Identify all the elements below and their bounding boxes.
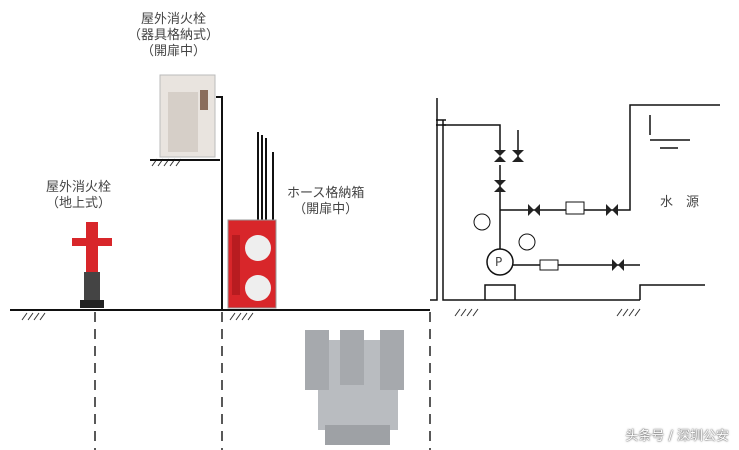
label-line: （開扉中） (293, 202, 359, 217)
hose-box (227, 219, 277, 309)
label-line: （開扉中） (141, 44, 207, 59)
risers (257, 132, 274, 220)
label-line: 屋外消火栓 (141, 12, 207, 27)
water-source-label: 水 源 (660, 195, 700, 210)
pressure-gauge-icon (518, 233, 536, 251)
pressure-gauge-icon (473, 213, 491, 231)
label-line: （地上式） (46, 196, 112, 211)
label-line: 屋外消火栓 (46, 180, 112, 195)
ground-hydrant (72, 222, 112, 308)
hose-box-label: ホース格納箱 （開扉中） (287, 186, 364, 218)
ground-hydrant-label: 屋外消火栓 （地上式） (46, 180, 111, 212)
pump-label: P (495, 255, 503, 269)
multi-outlet-hydrant (305, 330, 404, 445)
valves (494, 150, 624, 271)
label-line: （器具格納式） (128, 28, 220, 43)
pump-icon (486, 248, 514, 276)
cabinet-hydrant (150, 74, 223, 310)
ground-hatch (21, 158, 641, 321)
pump-room (430, 98, 720, 301)
label-line: ホース格納箱 (287, 186, 365, 201)
underground-pipes (94, 312, 431, 450)
pump-base (484, 284, 516, 300)
cabinet-hydrant-label: 屋外消火栓 （器具格納式） （開扉中） (128, 12, 219, 60)
watermark: 头条号 / 深圳公安 (625, 429, 729, 444)
